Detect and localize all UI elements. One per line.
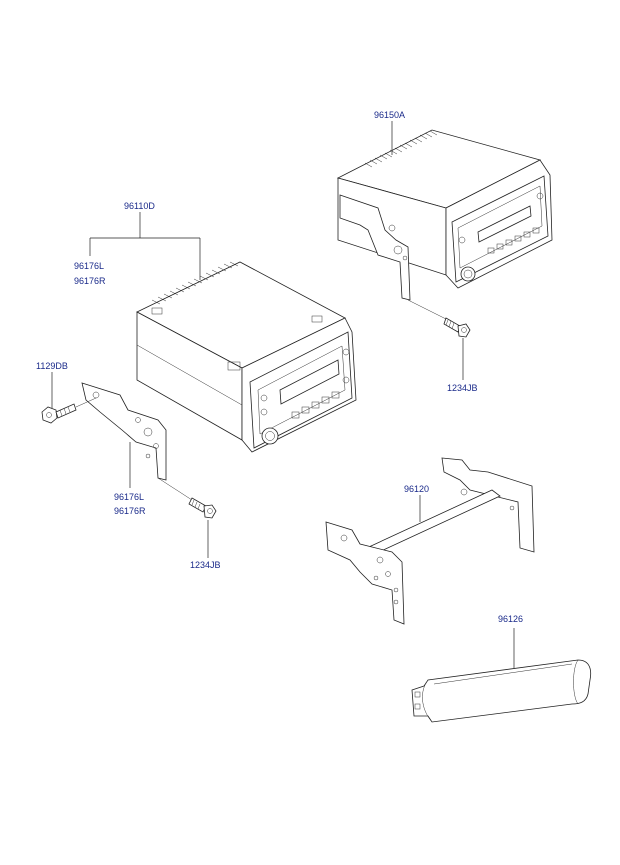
leader-radio-main — [89, 212, 201, 280]
radio-unit-main — [136, 261, 357, 453]
label-bolt-left: 1129DB — [36, 361, 68, 371]
label-screw-upper: 1234JB — [447, 383, 478, 393]
label-bracket-lower-right: 96176R — [114, 506, 146, 516]
bolt-left — [41, 372, 97, 424]
label-bracket-left: 96176L — [74, 261, 104, 271]
label-bracket-lower-left: 96176L — [114, 492, 144, 502]
side-bracket-left — [81, 382, 167, 481]
radio-unit-upper — [336, 129, 553, 301]
label-radio-main: 96110D — [124, 201, 155, 211]
label-bracket-right: 96176R — [74, 276, 106, 286]
label-radio-upper: 96150A — [374, 110, 405, 120]
label-mounting-bracket: 96120 — [404, 484, 429, 494]
storage-pocket — [411, 659, 592, 723]
screw-lower — [157, 477, 217, 519]
label-screw-lower: 1234JB — [190, 560, 221, 570]
mounting-bracket — [325, 457, 535, 625]
label-pocket: 96126 — [498, 614, 523, 624]
screw-upper — [407, 299, 471, 338]
